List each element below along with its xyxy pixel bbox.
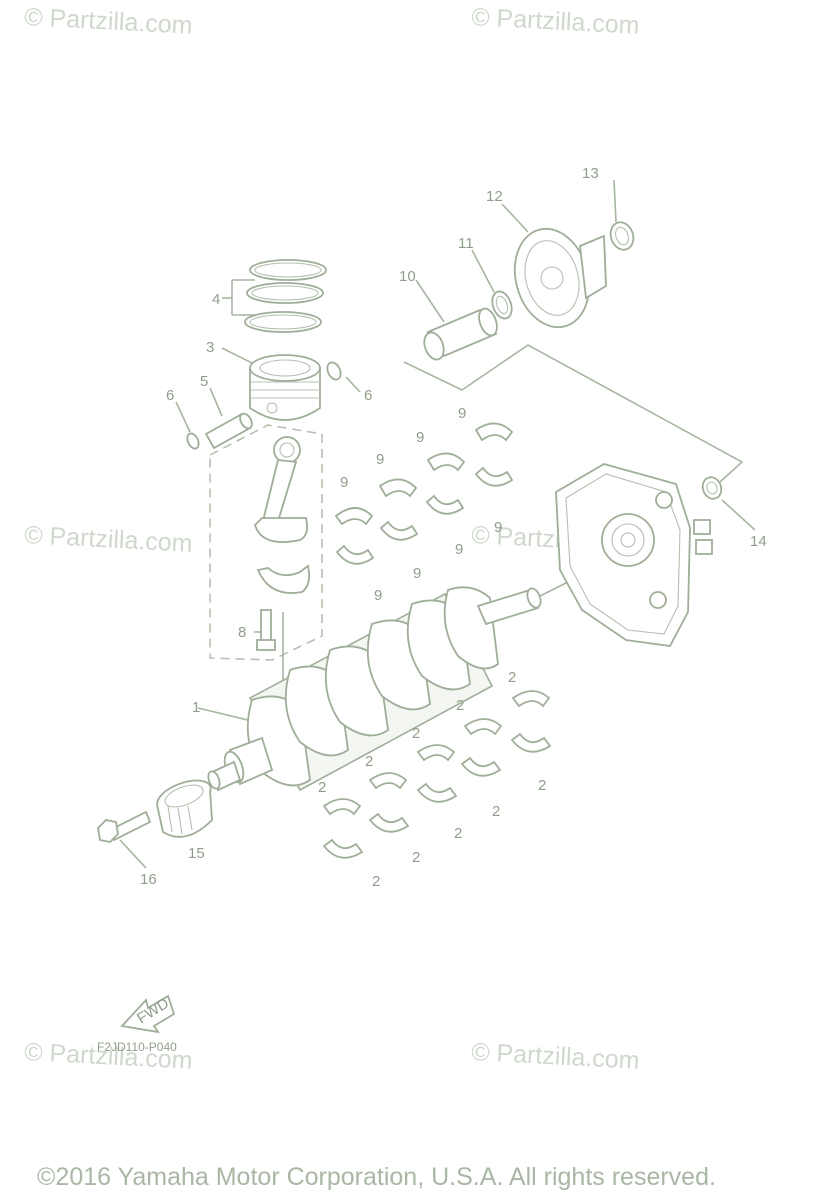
main-bearings — [322, 690, 552, 859]
connecting-rod-group-outline — [209, 424, 323, 661]
coupler — [156, 779, 213, 838]
crankshaft — [207, 586, 542, 792]
callout-15: 15 — [188, 845, 205, 862]
callout-9: 9 — [340, 474, 348, 491]
forward-arrow-icon: FWD — [120, 994, 176, 1034]
piston — [249, 354, 321, 421]
callout-2: 2 — [508, 669, 516, 686]
circlip-right — [326, 361, 342, 381]
callout-6: 6 — [166, 387, 174, 404]
callout-2: 2 — [365, 753, 373, 770]
callout-5: 5 — [200, 373, 208, 390]
callout-9: 9 — [413, 565, 421, 582]
callout-2: 2 — [538, 777, 546, 794]
callout-12: 12 — [486, 188, 503, 205]
callout-2: 2 — [412, 849, 420, 866]
callout-2: 2 — [318, 779, 326, 796]
piston-rings — [244, 259, 327, 333]
crankpin-bearings — [334, 422, 514, 565]
crankcase-cover — [555, 463, 723, 647]
callout-4: 4 — [212, 291, 220, 308]
piston-pin — [204, 412, 253, 450]
callout-9: 9 — [376, 451, 384, 468]
callout-2: 2 — [492, 803, 500, 820]
callout-2: 2 — [456, 697, 464, 714]
circlip-left — [186, 432, 200, 450]
callout-14: 14 — [750, 533, 767, 550]
copyright-notice: ©2016 Yamaha Motor Corporation, U.S.A. A… — [37, 1163, 716, 1191]
callout-6: 6 — [364, 387, 372, 404]
callout-2: 2 — [454, 825, 462, 842]
callout-2: 2 — [372, 873, 380, 890]
callouts: 1 2 2 2 2 2 2 2 2 2 2 3 4 5 6 6 8 9 9 9 … — [140, 165, 767, 890]
callout-3: 3 — [206, 339, 214, 356]
diagram-code: F2JD110-P040 — [97, 1040, 177, 1054]
callout-9: 9 — [455, 541, 463, 558]
callout-16: 16 — [140, 871, 157, 888]
callout-13: 13 — [582, 165, 599, 182]
callout-2: 2 — [412, 725, 420, 742]
callout-1: 1 — [192, 699, 200, 716]
callout-11: 11 — [458, 235, 474, 252]
leader-lines — [119, 179, 756, 869]
callout-9: 9 — [494, 519, 502, 536]
bolt — [97, 810, 152, 843]
callout-9: 9 — [416, 429, 424, 446]
callout-9: 9 — [374, 587, 382, 604]
callout-8: 8 — [238, 624, 246, 641]
callout-10: 10 — [399, 268, 416, 285]
callout-9: 9 — [458, 405, 466, 422]
oil-seal-assembly — [423, 221, 635, 361]
connecting-rod — [253, 436, 311, 651]
